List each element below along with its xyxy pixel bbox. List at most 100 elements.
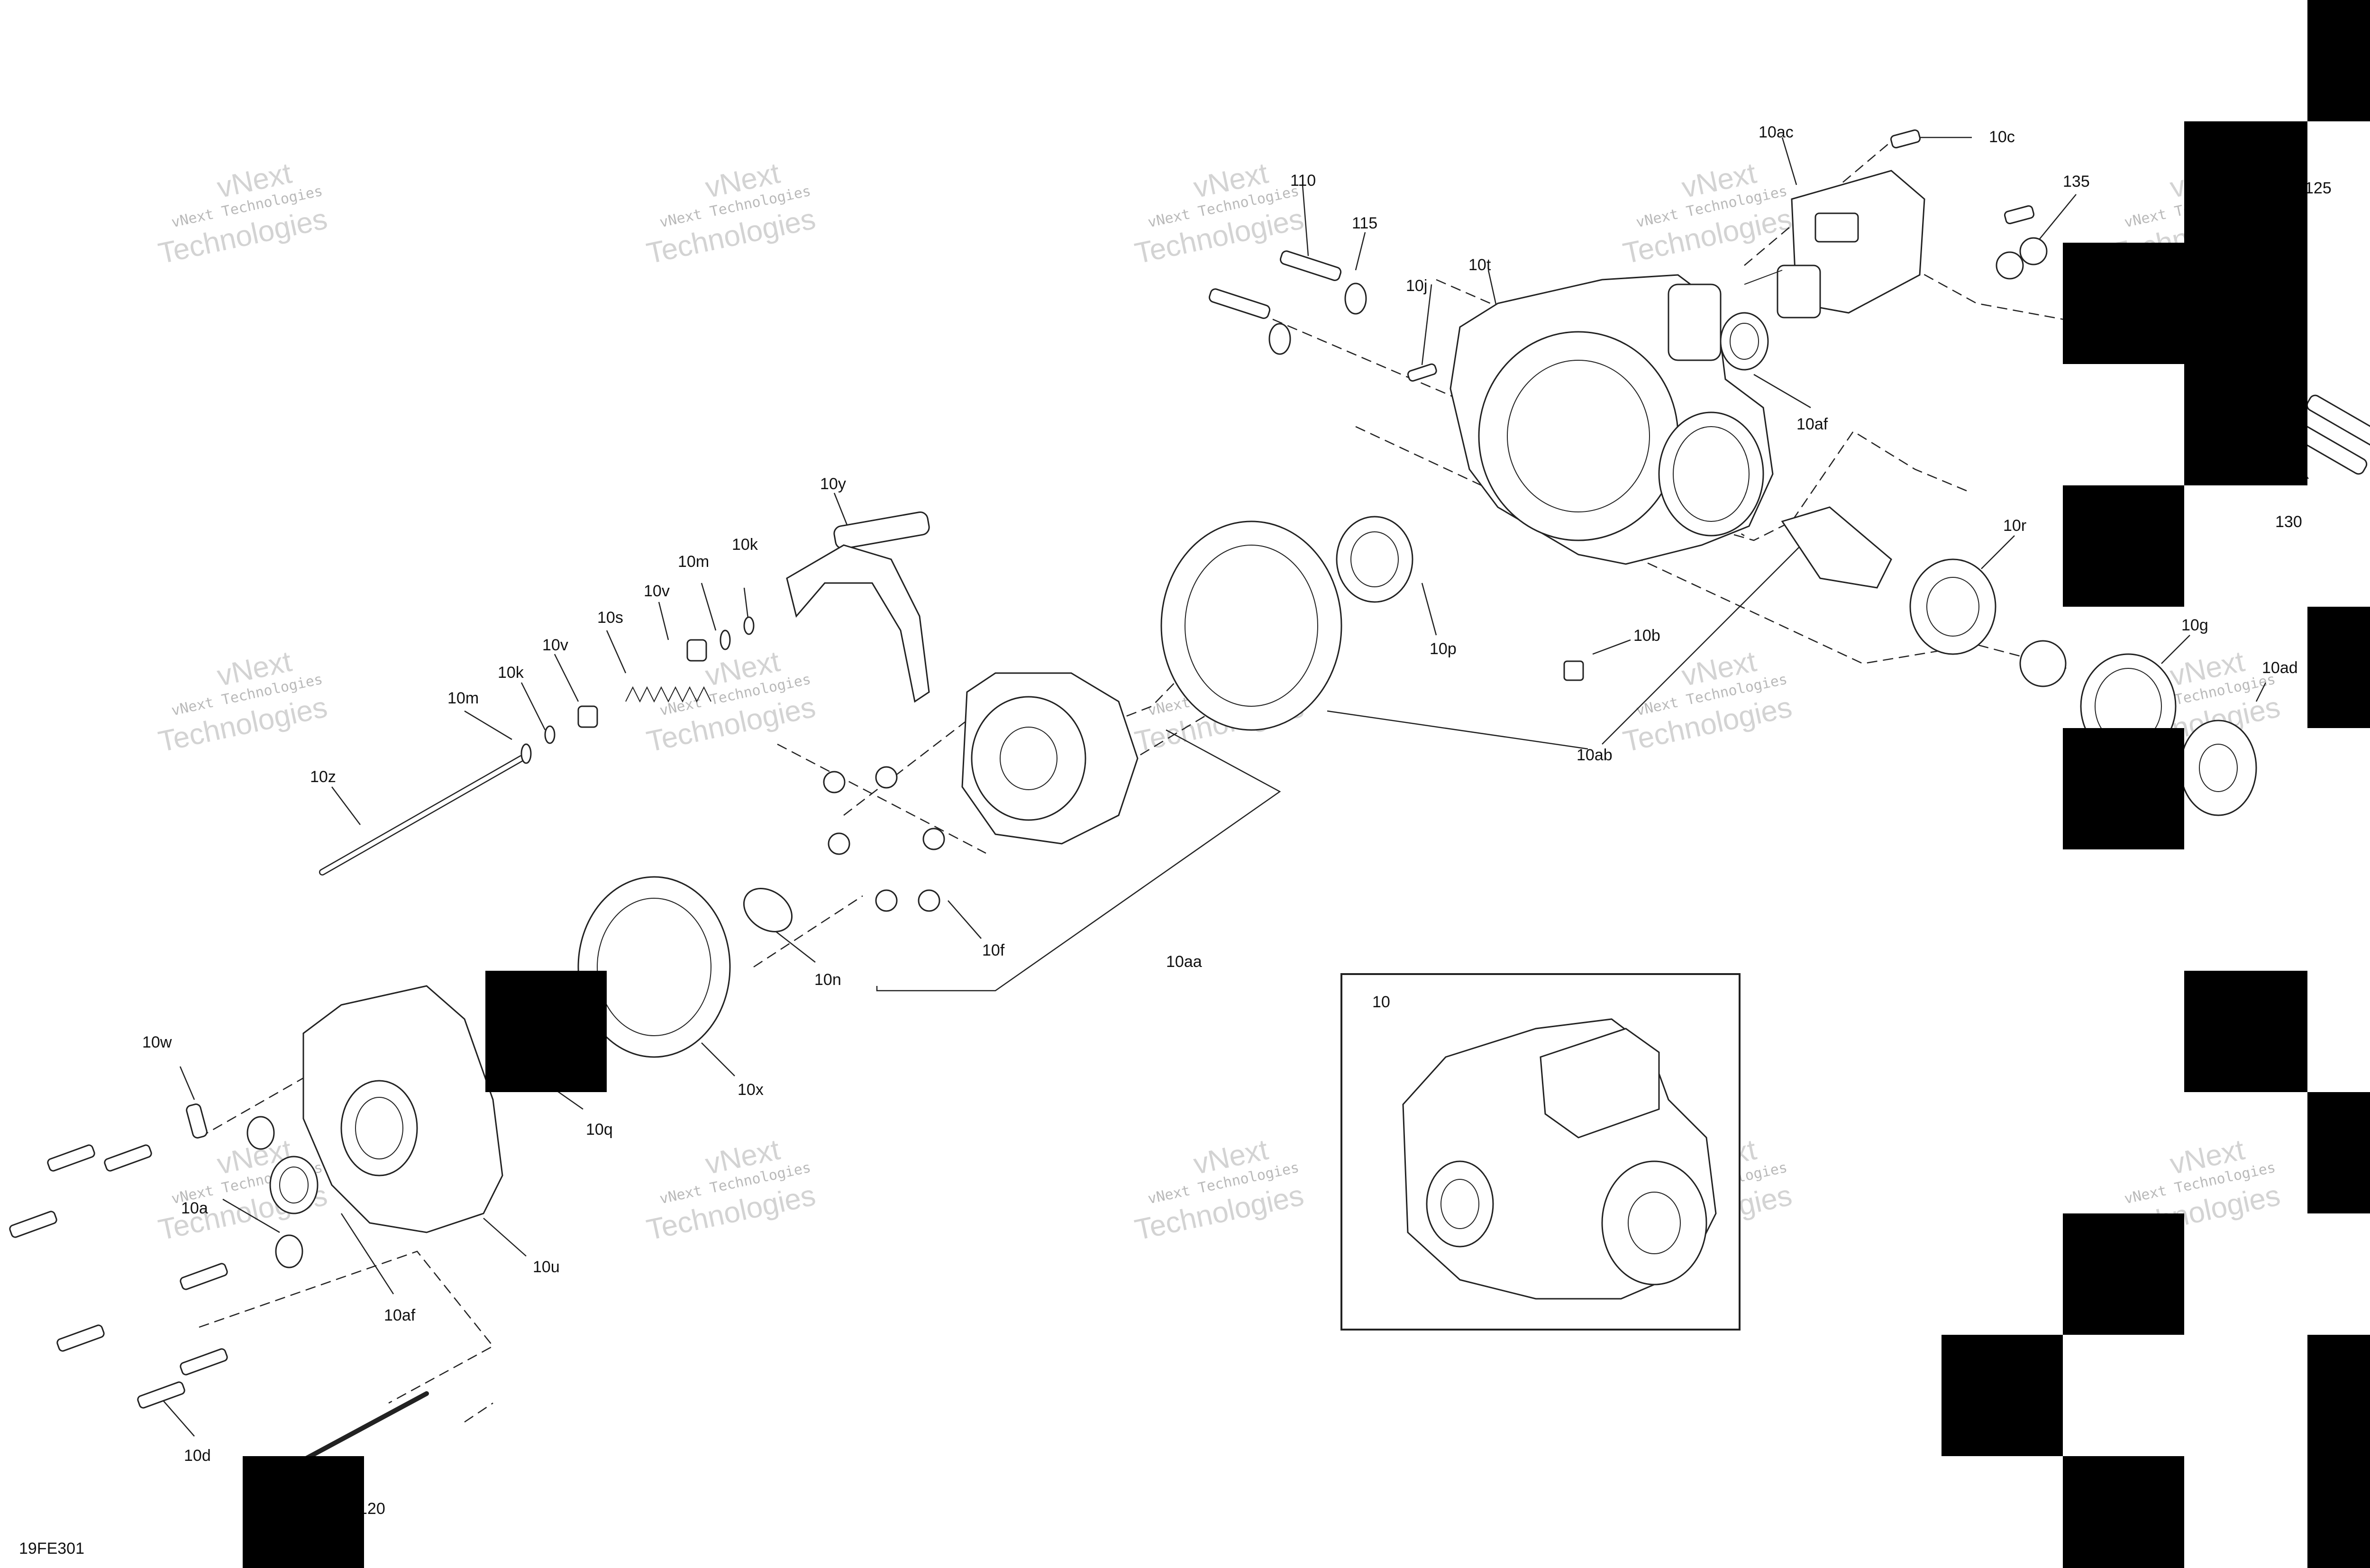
callout-10k-mid: 10k xyxy=(498,664,524,682)
diagram-id: 19FE301 xyxy=(19,1540,84,1558)
shift-shaft-10z xyxy=(319,755,525,875)
redaction-blocks xyxy=(243,0,2370,1568)
callout-10s: 10s xyxy=(597,609,623,627)
redaction-block xyxy=(2307,0,2370,121)
breather-10w xyxy=(186,1103,208,1139)
redaction-block xyxy=(2063,1213,2184,1335)
callout-10k-top: 10k xyxy=(732,536,758,554)
callout-10g: 10g xyxy=(2181,616,2208,634)
watermark: vNext vNext Technologies Technologies xyxy=(155,645,330,758)
redaction-block xyxy=(485,971,607,1092)
callout-10j: 10j xyxy=(1406,277,1427,295)
bolt-110 xyxy=(1209,250,1342,319)
watermark: vNext vNext Technologies Technologies xyxy=(1132,157,1306,270)
callout-10v-top: 10v xyxy=(644,582,670,600)
watermark: vNext vNext Technologies Technologies xyxy=(1620,157,1795,270)
seal-10af-bottom xyxy=(269,1156,319,1214)
bushing-10a xyxy=(246,1116,275,1150)
callout-135: 135 xyxy=(2063,173,2090,191)
redaction-block xyxy=(2063,728,2184,849)
callout-10af-top: 10af xyxy=(1796,415,1828,433)
callout-10ad: 10ad xyxy=(2262,659,2298,677)
callout-10x: 10x xyxy=(738,1081,764,1099)
callout-10t: 10t xyxy=(1468,256,1491,274)
ring-gear-10ab xyxy=(1160,520,1342,731)
callout-110: 110 xyxy=(1290,172,1316,190)
nut-135 xyxy=(1996,237,2048,280)
callout-10ab: 10ab xyxy=(1577,746,1613,764)
housing-cover-10u xyxy=(302,985,503,1233)
drain-plug-10b xyxy=(1563,660,1584,681)
redaction-block xyxy=(2184,971,2307,1092)
callout-10u: 10u xyxy=(533,1258,560,1276)
redaction-block xyxy=(2063,485,2184,607)
pinion-nut xyxy=(2019,640,2067,687)
spring-10s xyxy=(625,686,711,703)
bolts-10d xyxy=(9,1144,228,1409)
callout-10v-mid: 10v xyxy=(542,636,568,654)
redaction-block xyxy=(2307,1456,2370,1568)
shift-fork-10y xyxy=(786,511,930,703)
clip-10k xyxy=(544,725,556,744)
callout-125: 125 xyxy=(2305,179,2332,197)
callout-10m-mid: 10m xyxy=(447,689,479,707)
sleeve-10v xyxy=(686,639,707,662)
watermark: vNext vNext Technologies Technologies xyxy=(1620,645,1795,758)
callout-10p: 10p xyxy=(1430,640,1457,658)
bolt-130 xyxy=(2306,394,2370,447)
redaction-block xyxy=(2307,607,2370,728)
watermark: vNext vNext Technologies Technologies xyxy=(644,1133,818,1247)
callout-labels: 110 115 10j 10t 10ac 10c 135 125 10af 13… xyxy=(142,123,2332,1518)
watermark: vNext vNext Technologies Technologies xyxy=(1132,1133,1306,1247)
redaction-block xyxy=(2184,121,2307,243)
callout-10c: 10c xyxy=(1989,128,2015,146)
cover-10ad xyxy=(2179,720,2257,816)
watermark: vNext vNext Technologies Technologies xyxy=(644,157,818,270)
washer-115 xyxy=(1268,283,1367,355)
bushing-10a xyxy=(275,1234,303,1268)
redaction-block xyxy=(243,1456,364,1568)
seal-10af-top xyxy=(1720,312,1769,371)
callout-10f: 10f xyxy=(982,941,1005,959)
redaction-block xyxy=(2063,243,2184,364)
screw-10c xyxy=(1890,129,1921,149)
callout-130: 130 xyxy=(2275,513,2302,531)
callout-10r: 10r xyxy=(2003,517,2026,535)
callout-10b: 10b xyxy=(1633,627,1660,645)
callout-10y: 10y xyxy=(820,475,846,493)
callout-10n: 10n xyxy=(814,971,841,989)
actuator-10ac xyxy=(1744,170,1925,319)
callout-10a: 10a xyxy=(181,1199,208,1217)
callout-115: 115 xyxy=(1352,214,1377,232)
redaction-block xyxy=(2184,243,2307,364)
callout-10af-bottom: 10af xyxy=(384,1306,416,1324)
differential-10aa xyxy=(961,672,1139,845)
watermark: vNext vNext Technologies Technologies xyxy=(644,645,818,758)
callout-10z: 10z xyxy=(310,768,336,786)
redaction-block xyxy=(2307,1092,2370,1213)
washer-10m xyxy=(520,743,532,764)
inset-label: 10 xyxy=(1372,993,1390,1011)
screw-10c xyxy=(2004,205,2035,225)
screws-10f xyxy=(823,766,945,912)
redaction-block xyxy=(2063,1456,2184,1568)
callout-10d: 10d xyxy=(184,1447,211,1465)
dowel-pin-10j xyxy=(1407,363,1437,382)
clutch-10x xyxy=(577,876,731,1058)
callout-10ac: 10ac xyxy=(1759,123,1794,141)
sleeve-10v xyxy=(577,705,598,728)
redaction-block xyxy=(1942,1335,2063,1456)
clip-10k xyxy=(743,616,755,635)
assembly-inset: 10 xyxy=(1340,973,1741,1331)
leader-lines xyxy=(161,137,2309,1494)
callout-10w: 10w xyxy=(142,1033,172,1051)
axle-shaft-120 xyxy=(301,1391,429,1462)
callout-10m-top: 10m xyxy=(678,553,709,571)
gear-housing-10t xyxy=(1449,274,1774,565)
o-ring-10n xyxy=(743,888,793,932)
pinion-10r xyxy=(1781,506,1996,655)
bearing-10p xyxy=(1336,516,1413,603)
redaction-block xyxy=(2307,1335,2370,1456)
callout-10aa: 10aa xyxy=(1166,953,1202,971)
